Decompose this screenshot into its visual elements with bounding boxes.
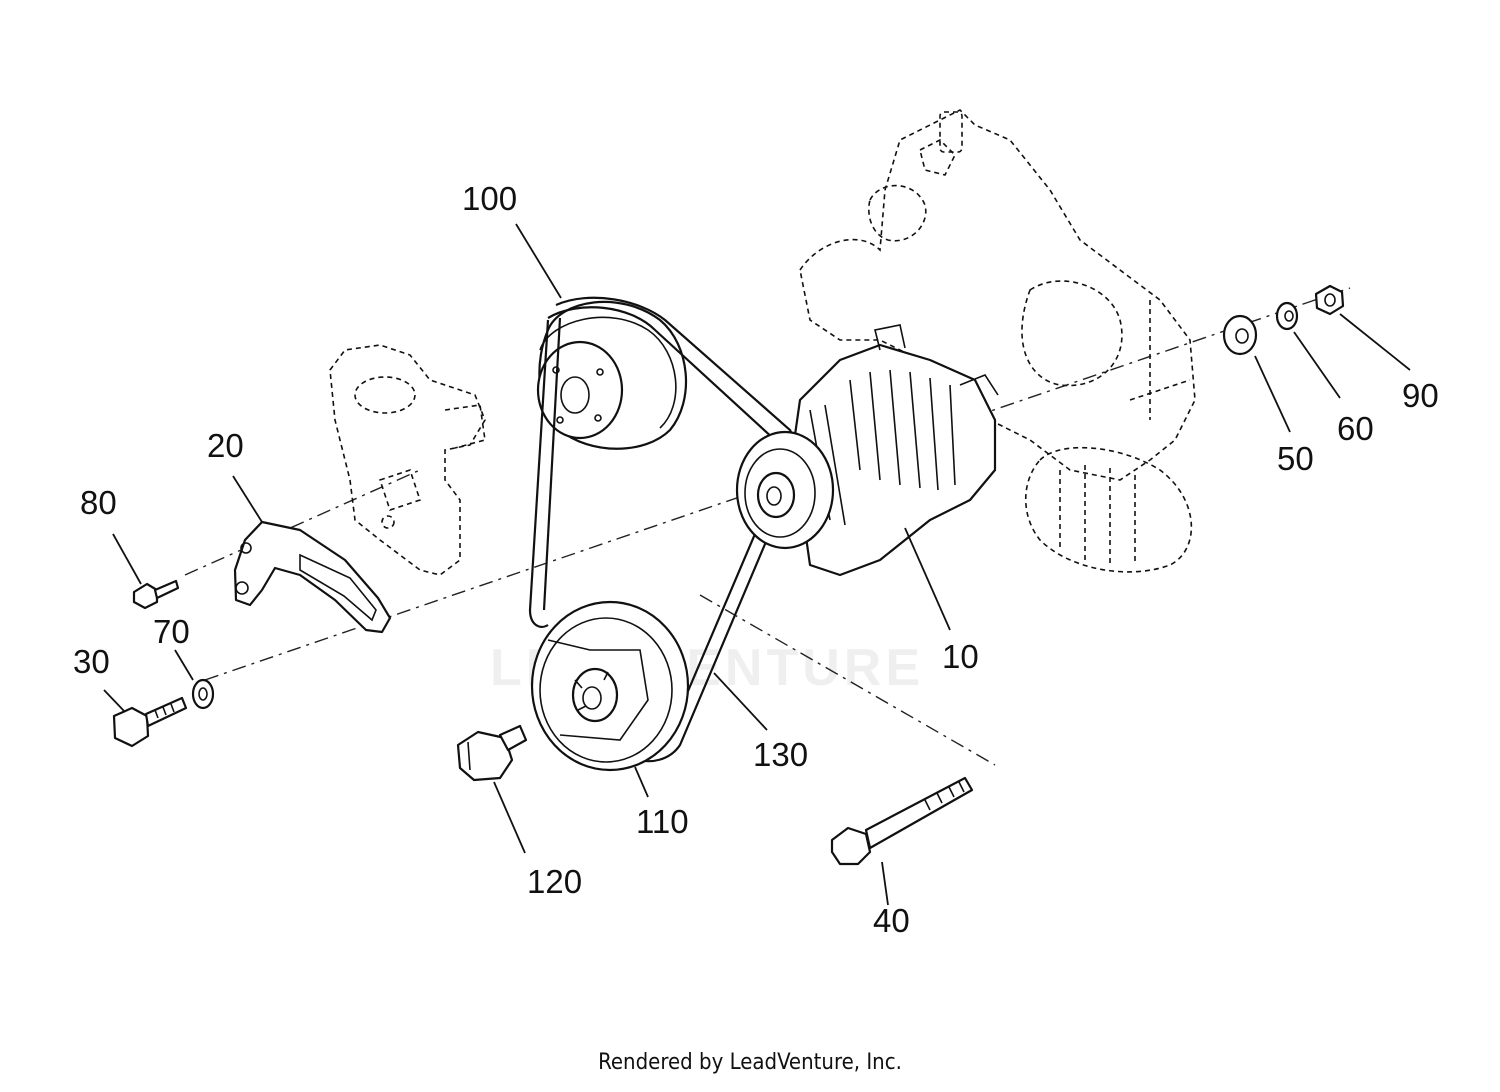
callout-60: 60 (1337, 410, 1374, 447)
callout-labels: 100 20 80 70 30 120 110 130 10 40 50 60 … (73, 180, 1439, 939)
callout-10: 10 (942, 638, 979, 675)
callout-110: 110 (636, 803, 689, 840)
crank-pulley (530, 600, 690, 772)
callout-100: 100 (462, 180, 517, 217)
callout-90: 90 (1402, 377, 1439, 414)
callout-120: 120 (527, 863, 582, 900)
callout-50: 50 (1277, 440, 1314, 477)
callout-30: 30 (73, 643, 110, 680)
callout-40: 40 (873, 902, 910, 939)
callout-70: 70 (153, 613, 190, 650)
callout-130: 130 (753, 736, 808, 773)
bolt-40 (830, 776, 974, 866)
belt-adjust-bracket (233, 520, 392, 634)
assembly-lines (184, 287, 1351, 766)
nut-90 (1314, 284, 1345, 316)
fan-pulley (536, 300, 688, 450)
washer-50 (1222, 314, 1258, 356)
bolt-30 (112, 696, 188, 748)
bolt-80 (132, 579, 180, 610)
alternator (735, 324, 999, 577)
parts-diagram: LEADVENTURE (73, 109, 1439, 939)
engine-block (799, 109, 1196, 573)
thermostat-housing (329, 344, 486, 576)
lockwasher-60 (1275, 301, 1299, 331)
bolt-120 (456, 724, 528, 782)
callout-20: 20 (207, 427, 244, 464)
washer-70 (191, 678, 215, 710)
callout-80: 80 (80, 484, 117, 521)
leader-lines (103, 223, 1411, 906)
footer-credit: Rendered by LeadVenture, Inc. (598, 1050, 902, 1075)
